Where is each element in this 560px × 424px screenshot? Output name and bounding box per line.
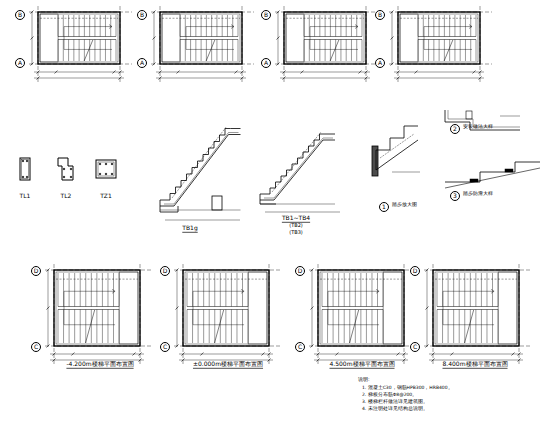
plan-title: -4.200m楼梯平面布置图 [66,361,133,368]
detail-title: 安装做法大样 [463,124,493,130]
axis-label: C [163,344,167,350]
plan-title: ±0.000m楼梯平面布置图 [193,361,263,368]
axis-bubble: B [261,10,271,20]
axis-label: D [34,268,39,274]
axis-bubble: C [160,342,170,352]
axis-label: D [298,268,303,274]
detail-marker: 2 [450,124,460,134]
axis-label: 1 [382,204,386,210]
section-title: TB1g [182,225,197,232]
axis-bubble: D [295,266,305,276]
axis-label: B [18,12,22,18]
note-line: 1. 混凝土C30，钢筋HPB300，HRB400。 [362,386,453,391]
member-label: TL2 [61,193,72,200]
axis-bubble: C [295,342,305,352]
section-subtitle: (TB3) [289,230,303,236]
note-line: 4. 未注明处详见结构总说明。 [362,407,428,412]
linework [20,6,540,368]
note-line: 3. 楼梯栏杆做法详见建筑图。 [362,400,428,405]
axis-bubble: A [15,58,25,68]
axis-bubble: C [31,342,41,352]
axis-label: D [413,268,418,274]
axis-label: A [140,60,144,66]
member-label: TL1 [20,193,31,200]
axis-bubble: C [410,342,420,352]
axis-label: A [18,60,22,66]
axis-bubble: B [137,10,147,20]
axis-label: C [298,344,302,350]
axis-label: C [34,344,38,350]
axis-bubble: A [261,58,271,68]
axis-label: C [413,344,417,350]
member-label: TZ1 [100,193,112,200]
detail-title: 踏步防滑大样 [463,191,493,197]
axis-bubble: D [31,266,41,276]
axis-label: A [378,60,382,66]
axis-bubble: A [375,58,385,68]
detail-marker: 1 [379,202,389,212]
axis-label: B [378,12,382,18]
axis-label: 3 [453,193,457,199]
axis-bubble: B [15,10,25,20]
axis-bubble: A [137,58,147,68]
axis-bubble: D [410,266,420,276]
detail-title: 踏步放大图 [392,202,417,208]
plan-title: 8.400m楼梯平面布置图 [442,361,507,368]
axis-label: A [264,60,268,66]
plan-title: 4.500m楼梯平面布置图 [329,361,394,368]
section-title: TB1~TB4 [282,215,310,222]
axis-bubble: D [160,266,170,276]
axis-label: B [264,12,268,18]
note-line: 2. 梯板分布筋Φ8@200。 [362,393,417,398]
axis-bubble: B [375,10,385,20]
axis-label: B [140,12,144,18]
notes-heading: 说明: [358,377,370,383]
section-subtitle: (TB2) [289,223,303,229]
axis-label: D [163,268,168,274]
axis-label: 2 [453,126,457,132]
detail-marker: 3 [450,191,460,201]
